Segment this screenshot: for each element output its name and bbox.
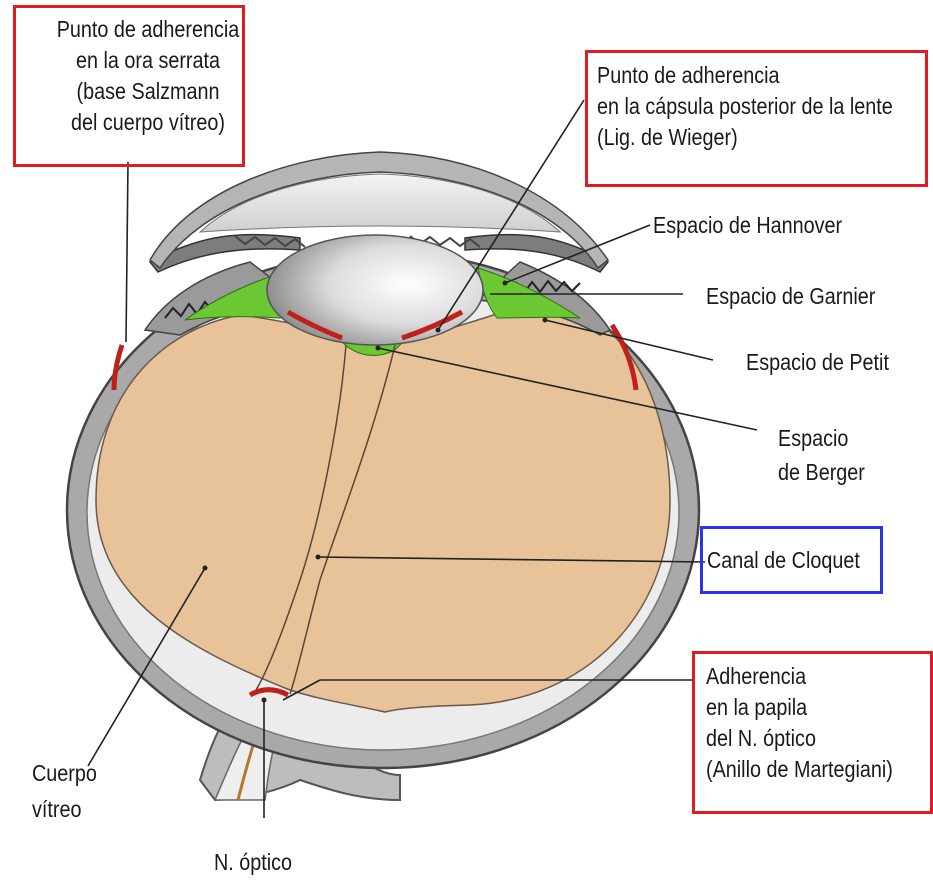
label-ora-serrata-line3: (base Salzmann — [45, 76, 251, 107]
label-ora-serrata: Punto de adherencia en la ora serrata (b… — [45, 14, 251, 138]
lens — [267, 235, 483, 345]
label-garnier: Espacio de Garnier — [706, 281, 875, 312]
label-ora-serrata-line2: en la ora serrata — [45, 45, 251, 76]
label-ora-serrata-line1: Punto de adherencia — [45, 14, 251, 45]
label-vitreous-line1: Cuerpo — [32, 758, 97, 789]
label-cloquet: Canal de Cloquet — [707, 545, 860, 576]
label-papilla-line1: Adherencia — [706, 661, 893, 692]
label-papilla-line4: (Anillo de Martegiani) — [706, 754, 893, 785]
label-hannover: Espacio de Hannover — [653, 210, 842, 241]
label-berger-line2: de Berger — [778, 457, 865, 488]
label-capsule: Punto de adherencia en la cápsula poster… — [597, 60, 893, 153]
label-berger: Espacio de Berger — [778, 423, 865, 488]
label-papilla: Adherencia en la papila del N. óptico (A… — [706, 661, 893, 785]
label-capsule-line3: (Lig. de Wieger) — [597, 122, 893, 153]
label-papilla-line3: del N. óptico — [706, 723, 893, 754]
label-papilla-line2: en la papila — [706, 692, 893, 723]
label-vitreous-line2: vítreo — [32, 794, 97, 825]
label-ora-serrata-line4: del cuerpo vítreo) — [45, 107, 251, 138]
label-vitreous: Cuerpo vítreo — [32, 758, 97, 825]
label-optic-nerve: N. óptico — [214, 847, 292, 878]
label-berger-line1: Espacio — [778, 423, 865, 454]
label-capsule-line2: en la cápsula posterior de la lente — [597, 91, 893, 122]
label-capsule-line1: Punto de adherencia — [597, 60, 893, 91]
label-petit: Espacio de Petit — [746, 347, 889, 378]
